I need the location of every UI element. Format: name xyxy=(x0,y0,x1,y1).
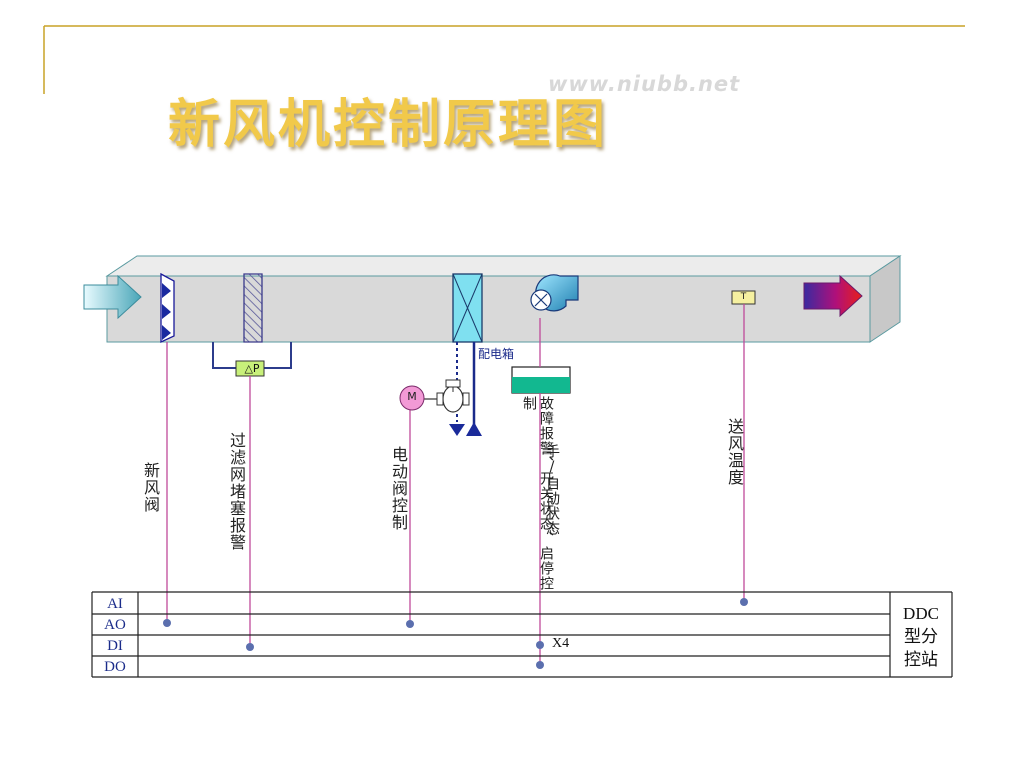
watermark: www.niubb.net xyxy=(548,72,741,96)
dot-valve-ao xyxy=(406,620,414,628)
air-duct xyxy=(105,255,902,343)
ddc-station-label: DDC 型分 控站 xyxy=(892,602,950,671)
row-ai: AI xyxy=(107,596,123,612)
electric-valve-icon xyxy=(424,379,470,413)
motor-label: M xyxy=(407,390,417,403)
filter-alarm-label: 过滤网堵塞报警 xyxy=(227,432,246,551)
dot-filter-di xyxy=(246,643,254,651)
power-distribution-box xyxy=(511,366,571,394)
cooling-coil-icon xyxy=(452,273,483,343)
multiplier-label: X4 xyxy=(552,636,570,651)
inlet-air-arrow xyxy=(83,274,142,320)
supply-fan-icon xyxy=(530,274,579,312)
fresh-damper-label: 新风阀 xyxy=(141,462,160,513)
dot-fan-di xyxy=(536,641,544,649)
power-box-label: 配电箱 xyxy=(478,347,515,361)
fault-status-label: 故障报警、开关状态、启停控制 xyxy=(521,396,554,591)
outlet-air-arrow xyxy=(803,274,863,318)
dot-damper-ao xyxy=(163,619,171,627)
signal-lines xyxy=(166,304,745,665)
filter-icon xyxy=(243,273,263,343)
row-do: DO xyxy=(104,659,126,675)
dot-temp-ai xyxy=(740,598,748,606)
slide-frame xyxy=(43,25,965,94)
row-ao: AO xyxy=(104,617,126,633)
page-title: 新风机控制原理图 xyxy=(168,95,609,155)
manual-auto-label: 手/自动状态 xyxy=(544,444,560,536)
row-di: DI xyxy=(107,638,123,654)
pressure-switch-piping xyxy=(212,342,292,377)
ddc-line-1: DDC xyxy=(903,604,939,623)
pressure-switch-label: △P xyxy=(244,362,260,375)
valve-motor-icon xyxy=(399,385,425,411)
supply-temp-label: 送风温度 xyxy=(725,418,744,486)
fresh-air-damper-icon xyxy=(160,272,175,344)
temp-sensor-label: T xyxy=(740,292,747,302)
connection-dots xyxy=(163,598,748,669)
valve-control-label: 电动阀控制 xyxy=(389,446,408,531)
io-table xyxy=(91,591,953,678)
ddc-line-3: 控站 xyxy=(904,650,938,669)
dot-fan-do xyxy=(536,661,544,669)
ddc-line-2: 型分 xyxy=(904,627,938,646)
